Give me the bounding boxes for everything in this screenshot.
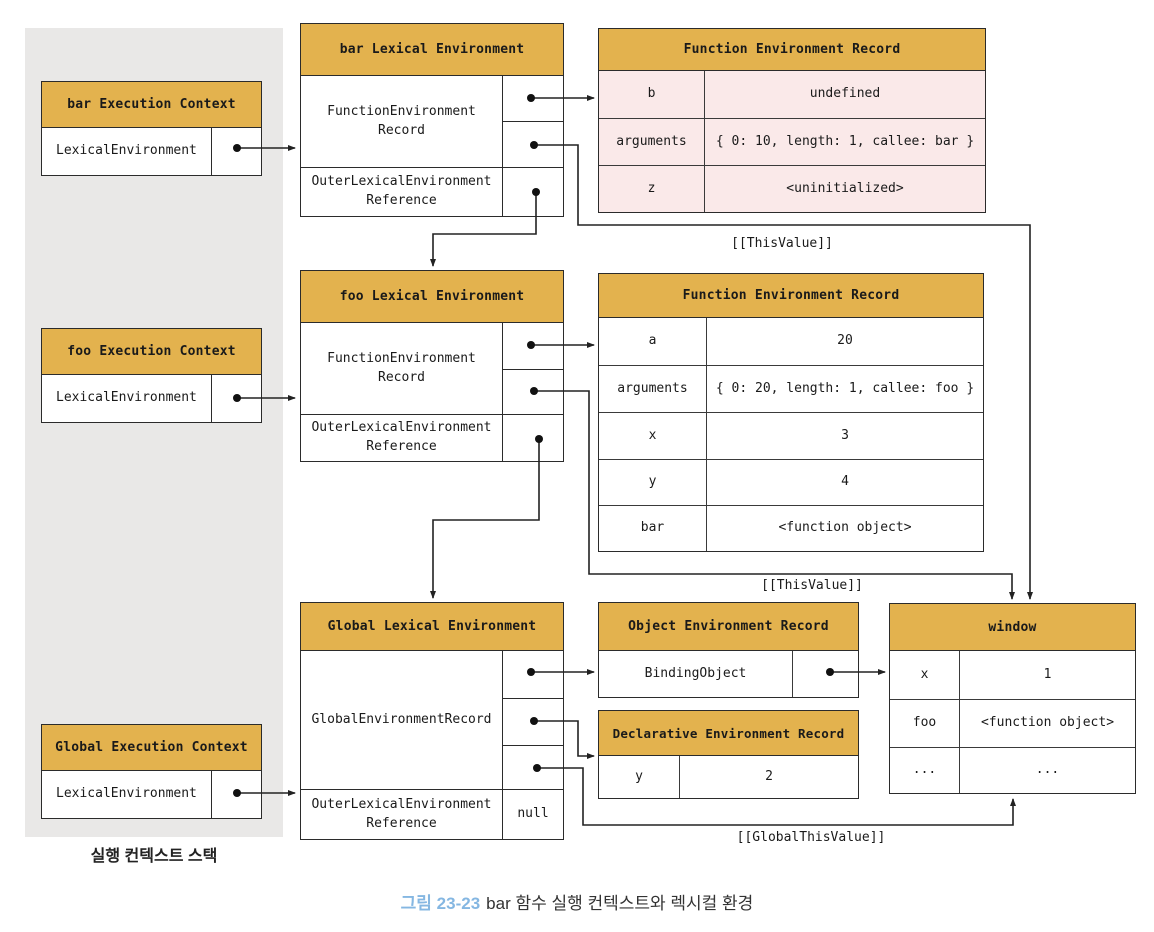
global-le-record-pointer-3 [502, 745, 563, 789]
window-row-value: ... [959, 747, 1135, 793]
bar-fer-row-key: z [599, 165, 704, 212]
global-le-record-pointer-2 [502, 698, 563, 745]
foo-le-outer-label: OuterLexicalEnvironment Reference [311, 420, 492, 454]
bar-fer-row-value: <uninitialized> [704, 165, 985, 212]
foo-fer-row-value: 20 [706, 318, 983, 365]
execution-context-stack-label: 실행 컨텍스트 스택 [90, 848, 218, 865]
global-execution-context-title: Global Execution Context [42, 725, 261, 771]
oer-title: Object Environment Record [599, 603, 858, 651]
foo-le-record-pointer-1 [502, 323, 563, 369]
foo-ec-lexical-environment-field: LexicalEnvironment [56, 390, 197, 406]
bar-le-record-label: FunctionEnvironment Record [327, 103, 476, 138]
foo-fer-row-key: arguments [599, 365, 706, 412]
global-lexical-environment-box: Global Lexical Environment GlobalEnviron… [300, 602, 564, 840]
foo-execution-context-box: foo Execution Context LexicalEnvironment [41, 328, 262, 423]
global-le-outer-label: OuterLexicalEnvironment Reference [311, 796, 492, 831]
der-row-key: y [635, 768, 643, 784]
foo-le-outer-pointer [502, 414, 563, 461]
global-execution-context-box: Global Execution Context LexicalEnvironm… [41, 724, 262, 819]
window-row-key: ... [890, 747, 959, 793]
bar-execution-context-box: bar Execution Context LexicalEnvironment [41, 81, 262, 176]
bar-lexical-environment-box: bar Lexical Environment FunctionEnvironm… [300, 23, 564, 217]
window-row-key: foo [890, 699, 959, 747]
bar-le-outer-pointer [502, 167, 563, 216]
global-this-value-label: [[GlobalThisValue]] [736, 830, 886, 845]
foo-fer-row-value: 4 [706, 459, 983, 505]
global-lexical-environment-title: Global Lexical Environment [301, 603, 563, 651]
bar-fer-row-key: arguments [599, 118, 704, 165]
foo-fer-title: Function Environment Record [599, 274, 983, 318]
bar-execution-context-title: bar Execution Context [42, 82, 261, 128]
der-row-value: 2 [679, 756, 858, 798]
bar-fer-row-value: undefined [704, 71, 985, 118]
foo-fer-row-key: a [648, 333, 657, 349]
foo-fer-row-key: y [599, 459, 706, 505]
foo-function-environment-record-table: Function Environment Record a 20 argumen… [598, 273, 984, 552]
foo-ec-pointer-cell [211, 375, 261, 422]
global-le-record-label: GlobalEnvironmentRecord [311, 711, 492, 727]
window-row-value: 1 [959, 651, 1135, 699]
der-title: Declarative Environment Record [599, 711, 858, 756]
foo-fer-row-key: x [599, 412, 706, 459]
figure-number: 그림 23-23 [400, 894, 481, 913]
this-value-label-bar: [[ThisValue]] [731, 236, 833, 251]
figure-caption: 그림 23-23 bar 함수 실행 컨텍스트와 렉시컬 환경 [0, 889, 1154, 914]
bar-le-outer-label: OuterLexicalEnvironment Reference [311, 174, 492, 208]
bar-fer-row-key: b [599, 71, 704, 118]
foo-le-record-label: FunctionEnvironment Record [327, 350, 476, 385]
global-le-outer-value: null [502, 789, 563, 839]
bar-fer-row-value: { 0: 10, length: 1, callee: bar } [704, 118, 985, 165]
bar-le-record-pointer-1 [502, 76, 563, 121]
bar-function-environment-record-table: Function Environment Record b undefined … [598, 28, 986, 213]
foo-lexical-environment-box: foo Lexical Environment FunctionEnvironm… [300, 270, 564, 462]
foo-fer-row-key: bar [599, 505, 706, 551]
foo-execution-context-title: foo Execution Context [42, 329, 261, 375]
object-environment-record-box: Object Environment Record BindingObject [598, 602, 859, 698]
global-ec-lexical-environment-field: LexicalEnvironment [56, 786, 197, 802]
window-object-table: window x 1 foo <function object> ... ... [889, 603, 1136, 794]
bar-ec-pointer-cell [211, 128, 261, 175]
foo-fer-row-value: 3 [706, 412, 983, 459]
bar-fer-title: Function Environment Record [599, 29, 985, 71]
oer-binding-object-field: BindingObject [644, 665, 747, 681]
global-ec-pointer-cell [211, 771, 261, 818]
window-row-value: <function object> [959, 699, 1135, 747]
foo-fer-row-value: { 0: 20, length: 1, callee: foo } [706, 365, 983, 412]
window-title: window [890, 604, 1135, 651]
global-le-record-pointer-1 [502, 651, 563, 698]
foo-le-record-pointer-2 [502, 369, 563, 414]
this-value-label-foo: [[ThisValue]] [761, 578, 863, 593]
bar-lexical-environment-title: bar Lexical Environment [301, 24, 563, 76]
bar-ec-lexical-environment-field: LexicalEnvironment [56, 143, 197, 159]
declarative-environment-record-box: Declarative Environment Record y 2 [598, 710, 859, 799]
bar-le-record-pointer-2 [502, 121, 563, 167]
foo-lexical-environment-title: foo Lexical Environment [301, 271, 563, 323]
foo-fer-row-value: <function object> [706, 505, 983, 551]
figure-caption-text: bar 함수 실행 컨텍스트와 렉시컬 환경 [486, 894, 754, 913]
oer-pointer-cell [792, 651, 858, 697]
window-row-key: x [920, 666, 929, 682]
